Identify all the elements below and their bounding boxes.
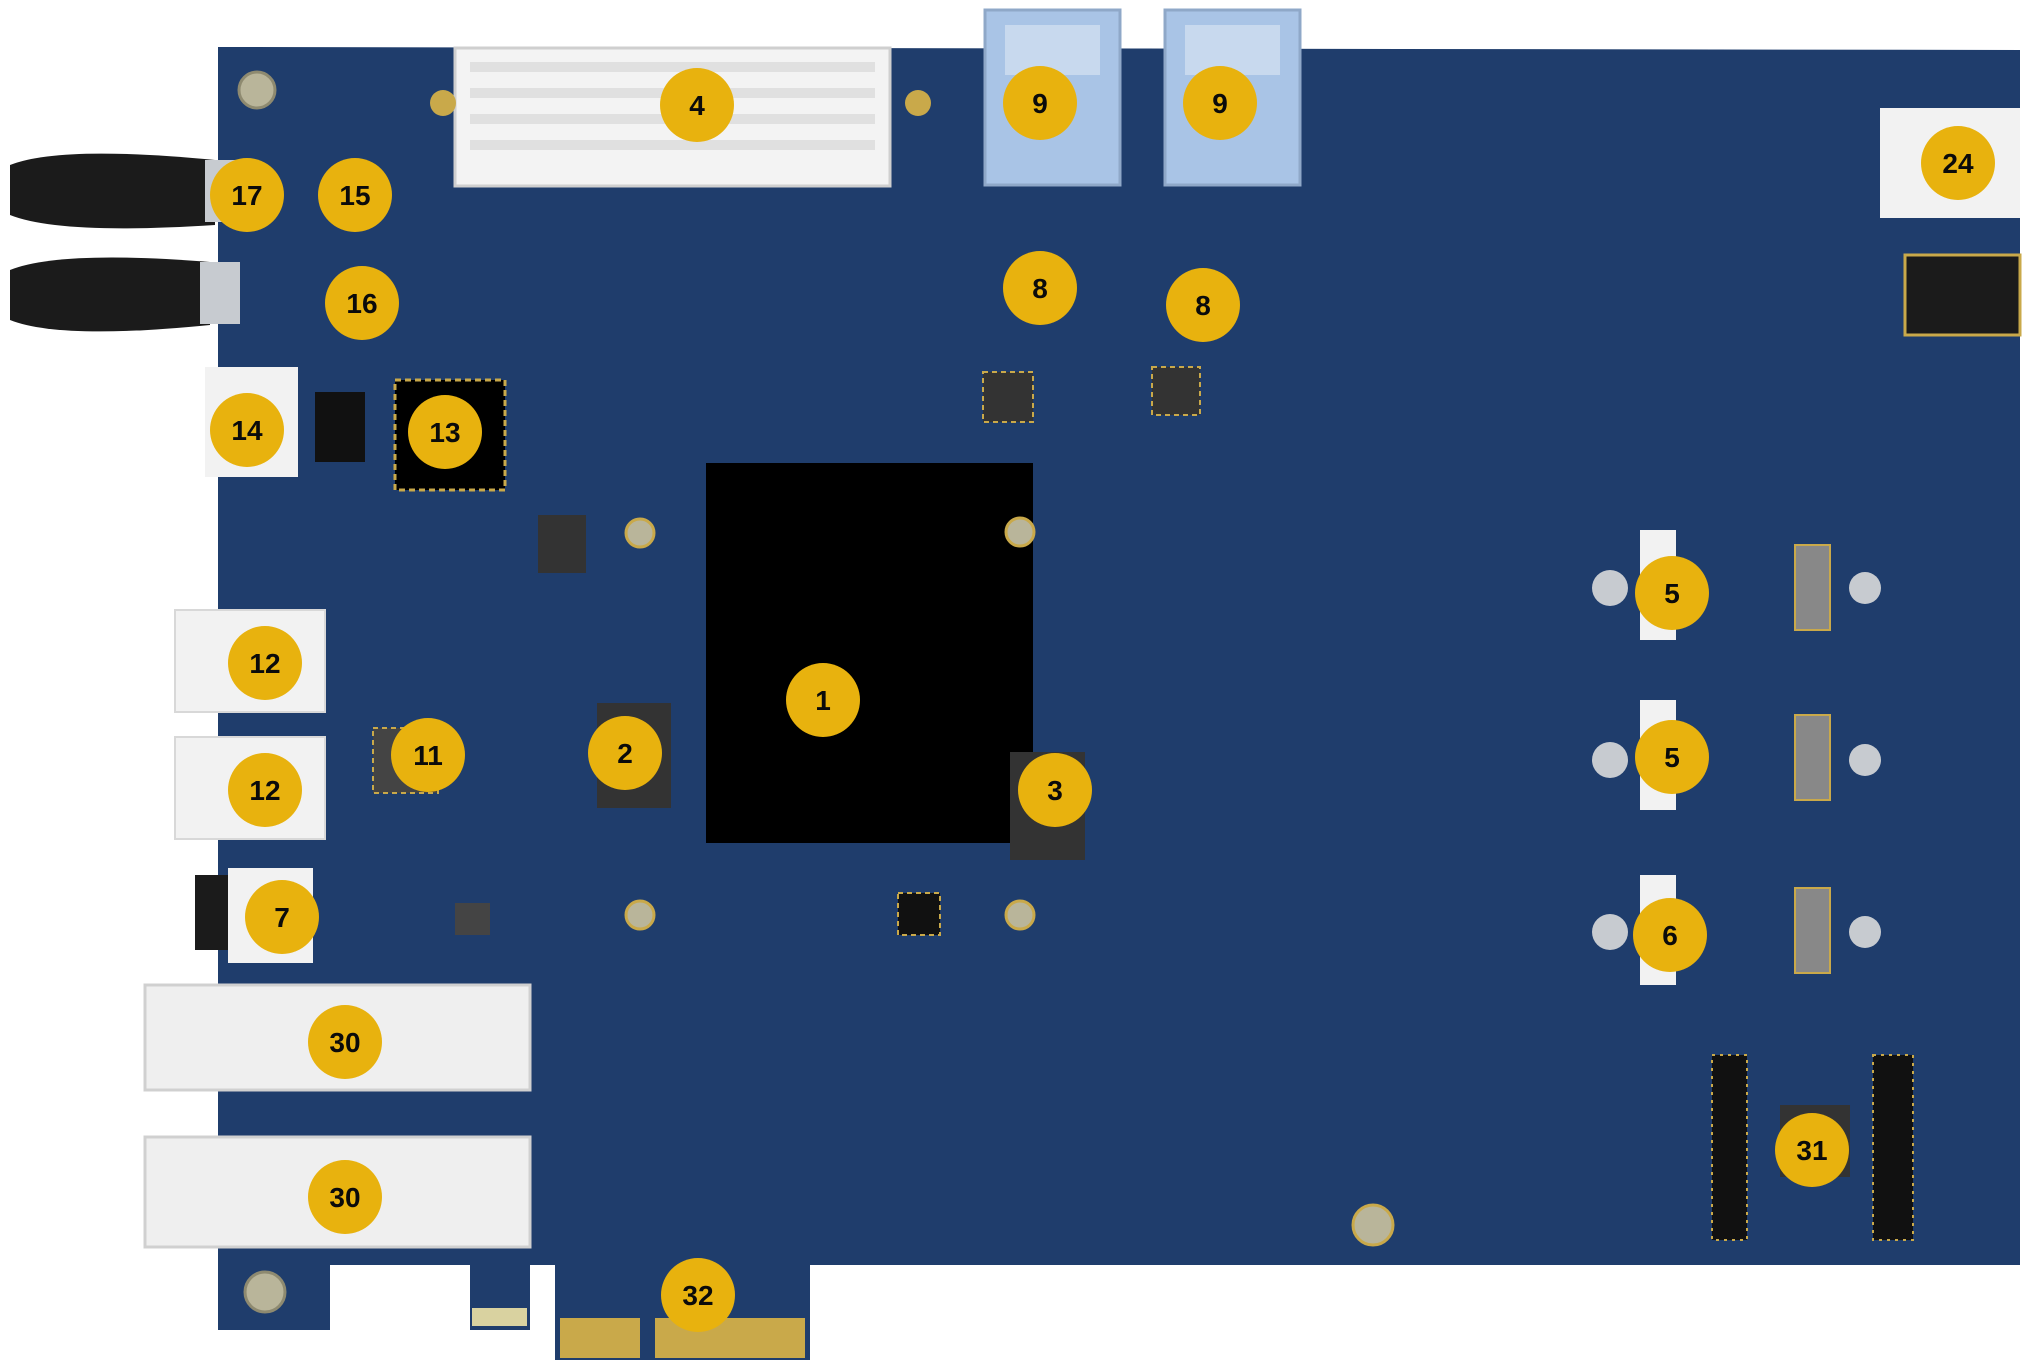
callout-label: 13 [429,417,460,448]
callout-label: 5 [1664,578,1680,609]
callout-marker: 5 [1635,556,1709,630]
callout-marker: 1 [786,663,860,737]
callout-label: 3 [1047,775,1063,806]
callout-label: 15 [339,180,370,211]
callout-label: 17 [231,180,262,211]
callout-marker: 4 [660,68,734,142]
callout-marker: 8 [1003,251,1077,325]
callout-marker: 12 [228,753,302,827]
callout-label: 6 [1662,920,1678,951]
callout-marker: 3 [1018,753,1092,827]
callout-marker: 8 [1166,268,1240,342]
callout-marker: 32 [661,1258,735,1332]
callout-marker: 9 [1003,66,1077,140]
callout-marker: 16 [325,266,399,340]
callout-label: 9 [1032,88,1048,119]
callout-label: 12 [249,648,280,679]
callout-marker: 24 [1921,126,1995,200]
callout-marker: 17 [210,158,284,232]
cable-connectors [10,154,245,332]
callout-marker: 31 [1775,1113,1849,1187]
callout-marker: 15 [318,158,392,232]
callout-marker: 13 [408,395,482,469]
callout-label: 8 [1195,290,1211,321]
callout-marker: 7 [245,880,319,954]
callout-label: 16 [346,288,377,319]
callout-label: 31 [1796,1135,1827,1166]
callout-marker: 9 [1183,66,1257,140]
callout-label: 2 [617,738,633,769]
callout-label: 8 [1032,273,1048,304]
callout-label: 11 [413,740,443,771]
callout-marker: 14 [210,393,284,467]
callout-marker: 11 [391,718,465,792]
callout-marker: 30 [308,1160,382,1234]
callout-label: 30 [329,1027,360,1058]
callout-marker: 5 [1635,720,1709,794]
callout-label: 5 [1664,742,1680,773]
callout-label: 7 [274,902,290,933]
callout-label: 32 [682,1280,713,1311]
callout-label: 14 [231,415,263,446]
callout-label: 12 [249,775,280,806]
callout-marker: 30 [308,1005,382,1079]
callout-label: 1 [815,685,831,716]
callout-label: 4 [689,90,705,121]
callout-label: 30 [329,1182,360,1213]
callout-label: 9 [1212,88,1228,119]
pcie-edge-connector [470,1265,810,1360]
callout-marker: 6 [1633,898,1707,972]
callout-marker: 2 [588,716,662,790]
callout-label: 24 [1942,148,1974,179]
callout-marker: 12 [228,626,302,700]
